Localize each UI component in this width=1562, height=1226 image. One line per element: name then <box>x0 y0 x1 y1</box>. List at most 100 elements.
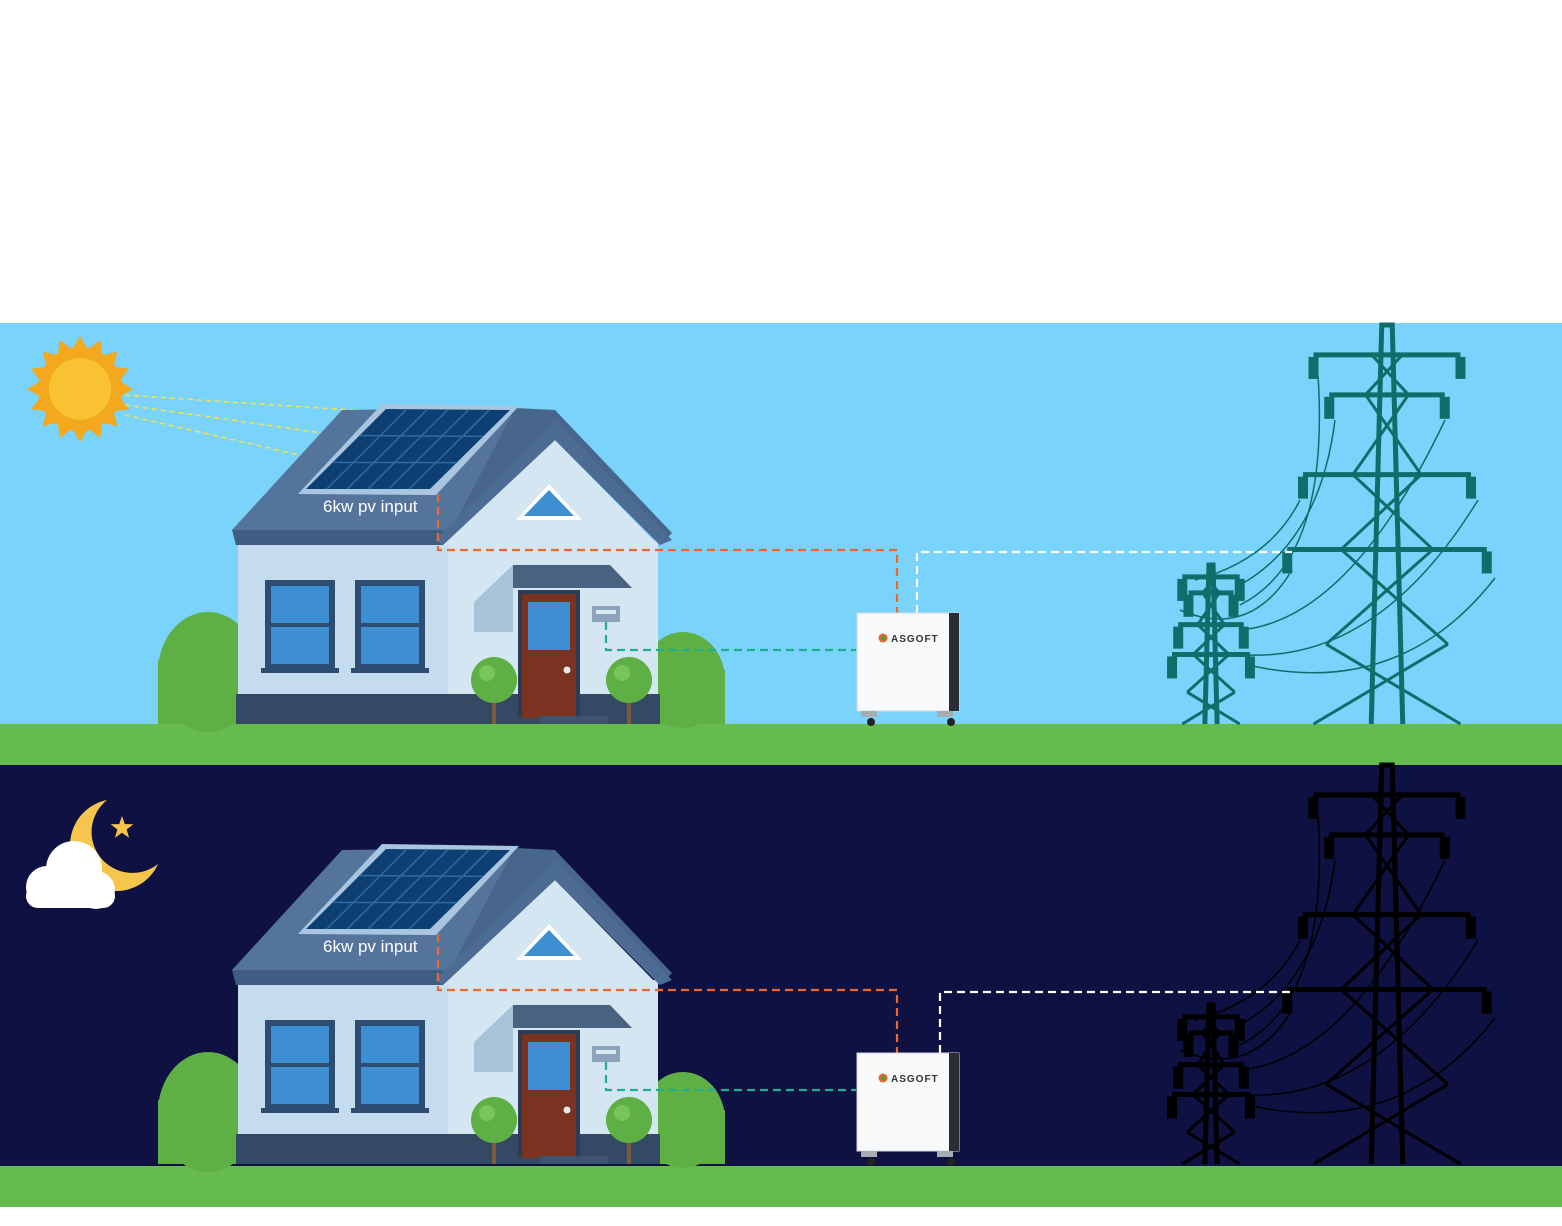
solar-cell-line <box>388 849 470 930</box>
tower-brace <box>1325 1082 1462 1166</box>
tower-insulator <box>1177 1018 1188 1041</box>
tower-insulator <box>1481 551 1492 574</box>
pv-input-label: 6kw pv input <box>323 497 418 516</box>
tree-highlight <box>614 665 630 681</box>
tree-trunk <box>627 1138 631 1164</box>
transmission-tower <box>1167 1002 1255 1166</box>
sun-ray <box>42 411 58 427</box>
tower-insulator <box>1177 578 1188 601</box>
pv-connection-line <box>436 494 899 613</box>
tower-brace <box>1196 623 1230 656</box>
porch-wall <box>474 1005 513 1072</box>
tower-brace <box>1186 653 1230 694</box>
tower-leg <box>1368 322 1406 725</box>
tower-brace <box>1370 793 1410 836</box>
inverter-foot <box>937 1151 953 1157</box>
solar-cell-line <box>359 874 484 878</box>
sun-disk <box>49 358 111 420</box>
tree-highlight <box>614 1105 630 1121</box>
sun-ray <box>72 336 88 350</box>
power-line <box>1247 499 1479 656</box>
solar-cell-line <box>346 408 428 490</box>
inverter-foot <box>937 711 953 717</box>
transmission-tower <box>1282 322 1492 726</box>
tower-insulator <box>1466 476 1476 499</box>
solar-cell-line <box>346 848 428 930</box>
power-line <box>1239 859 1446 1071</box>
tree-highlight <box>479 1105 495 1121</box>
roof-edge <box>435 860 672 985</box>
solar-cell-line <box>367 408 449 490</box>
solar-cell-line <box>326 848 408 930</box>
tower-brace <box>1186 1130 1241 1166</box>
tree-crown <box>471 657 517 703</box>
inverter-body <box>856 612 960 712</box>
inverter-wheel <box>867 1158 875 1166</box>
tower-brace <box>1201 591 1226 626</box>
tower-brace <box>1192 653 1236 694</box>
inverter-side-strip <box>949 613 959 711</box>
cloud-icon <box>26 841 115 909</box>
tower-brace <box>1364 393 1423 476</box>
inverter-side-strip <box>949 1053 959 1151</box>
sun-ray <box>119 381 133 397</box>
window-sill <box>351 668 429 673</box>
inverter-foot <box>861 1151 877 1157</box>
tower-insulator <box>1298 916 1308 939</box>
tower-brace <box>1370 353 1410 396</box>
door-knob <box>563 666 571 674</box>
meter-display <box>596 610 616 614</box>
tower-insulator <box>1298 476 1308 499</box>
porch-awning <box>513 1005 632 1028</box>
door-window <box>528 602 570 650</box>
tower-insulator <box>1244 1096 1255 1119</box>
tower-insulator <box>1282 551 1293 574</box>
tower-brace <box>1325 988 1434 1086</box>
roof-eave <box>232 970 443 985</box>
power-line <box>1239 419 1336 586</box>
tower-insulator <box>1244 656 1255 679</box>
transmission-tower <box>1167 562 1255 726</box>
solar-cell-line <box>326 408 408 490</box>
tower-insulator <box>1481 991 1492 1014</box>
door-step <box>540 1156 608 1164</box>
power-line <box>1239 374 1321 606</box>
roof-side <box>443 848 672 985</box>
power-line <box>1247 577 1496 674</box>
sun-ray <box>72 428 88 442</box>
tower-insulator <box>1455 356 1466 379</box>
sun-ray <box>42 351 58 367</box>
inverter-wheel <box>947 718 955 726</box>
power-line <box>1179 569 1293 620</box>
inverter-body <box>856 1052 960 1152</box>
power-line <box>1247 939 1479 1096</box>
tower-insulator <box>1167 656 1178 679</box>
tower-brace <box>1340 913 1423 991</box>
solar-cell-line <box>408 849 490 930</box>
tower-insulator <box>1455 796 1466 819</box>
roof-edge <box>435 420 672 545</box>
inverter-brand-label: ASGOFT <box>891 1074 939 1085</box>
sun-ray <box>102 351 118 367</box>
inverter: ASGOFT <box>856 612 960 726</box>
tower-brace <box>1364 833 1423 916</box>
tower-insulator <box>1173 1066 1184 1089</box>
tower-leg <box>1202 562 1220 725</box>
tree-highlight <box>479 665 495 681</box>
power-line <box>1239 859 1336 1026</box>
tower-insulator <box>1228 1034 1239 1057</box>
tower-brace <box>1203 1015 1221 1034</box>
attic-window <box>524 490 574 516</box>
tower-brace <box>1201 575 1219 594</box>
tower-insulator <box>1439 396 1450 419</box>
tower-leg <box>1202 1002 1220 1165</box>
tower-insulator <box>1183 594 1194 617</box>
pv-input-label: 6kw pv input <box>323 937 418 956</box>
power-line <box>1247 1017 1496 1114</box>
inverter-brand-label: ASGOFT <box>891 634 939 645</box>
tower-brace <box>1351 913 1434 991</box>
tree-trunk <box>492 1138 496 1164</box>
tower-insulator <box>1234 578 1245 601</box>
